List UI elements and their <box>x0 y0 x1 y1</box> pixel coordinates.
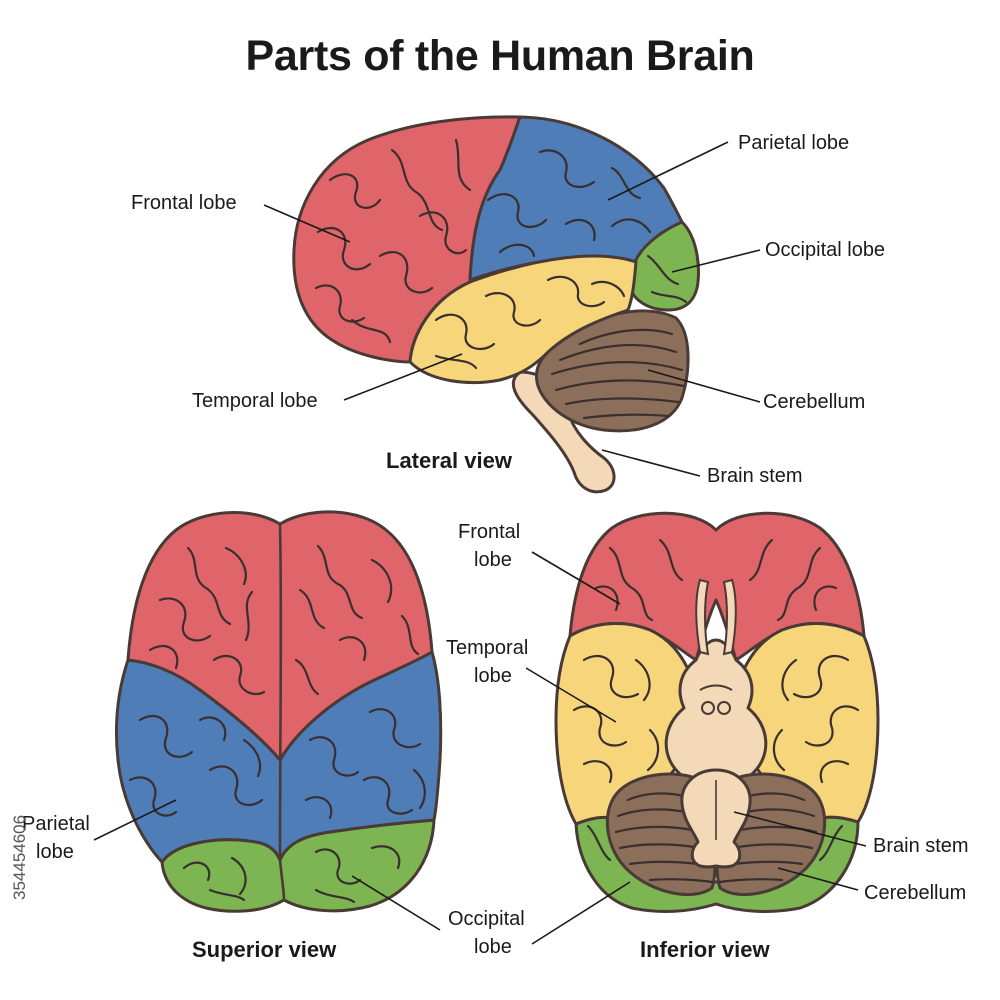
label-lateral-occipital-lobe: Occipital lobe <box>765 239 885 261</box>
label-lateral-brain-stem: Brain stem <box>707 465 803 487</box>
label-lateral-frontal-lobe: Frontal lobe <box>131 192 237 214</box>
label-inferior-brain-stem: Brain stem <box>873 835 969 857</box>
superior-view-illustration <box>114 510 443 913</box>
lateral-cerebellum <box>534 309 690 433</box>
inferior-gyri-pattern <box>572 538 860 862</box>
label-lateral-parietal-lobe: Parietal lobe <box>738 132 849 154</box>
lateral-view-illustration <box>292 115 700 494</box>
label-inferior-temporal-line1: Temporal <box>446 637 528 659</box>
inferior-olfactory-tract-left <box>695 578 710 656</box>
inferior-view-illustration <box>554 511 880 913</box>
inferior-frontal-lobe <box>568 511 866 662</box>
inferior-leader-lines <box>525 551 867 945</box>
label-lateral-cerebellum: Cerebellum <box>763 391 865 413</box>
label-inferior-temporal-line2: lobe <box>474 665 512 687</box>
inferior-mammillary-body-left <box>701 701 715 715</box>
label-superior-parietal-line1: Parietal <box>22 813 90 835</box>
label-superior-parietal-line2: lobe <box>36 841 74 863</box>
lateral-view-caption: Lateral view <box>386 448 513 473</box>
lateral-leader-lines <box>263 141 761 477</box>
label-superior-occipital-line2: lobe <box>474 936 512 958</box>
superior-gyri-pattern <box>128 544 426 904</box>
lateral-cerebellum-folds <box>550 328 686 420</box>
inferior-mammillary-body-right <box>717 701 731 715</box>
label-inferior-cerebellum: Cerebellum <box>864 882 966 904</box>
page-title: Parts of the Human Brain <box>245 32 755 80</box>
superior-leader-lines <box>93 799 441 931</box>
label-lateral-temporal-lobe: Temporal lobe <box>192 390 318 412</box>
inferior-view-caption: Inferior view <box>640 937 770 962</box>
inferior-olfactory-tract-right <box>722 578 737 656</box>
stock-id-text: 354454606 <box>10 815 29 900</box>
label-inferior-frontal-line1: Frontal <box>458 521 520 543</box>
label-inferior-frontal-line2: lobe <box>474 549 512 571</box>
superior-view-caption: Superior view <box>192 937 337 962</box>
label-superior-occipital-line1: Occipital <box>448 908 525 930</box>
lateral-gyri-pattern <box>314 138 688 370</box>
lateral-occipital-lobe <box>628 220 700 312</box>
lateral-temporal-lobe <box>408 254 638 385</box>
